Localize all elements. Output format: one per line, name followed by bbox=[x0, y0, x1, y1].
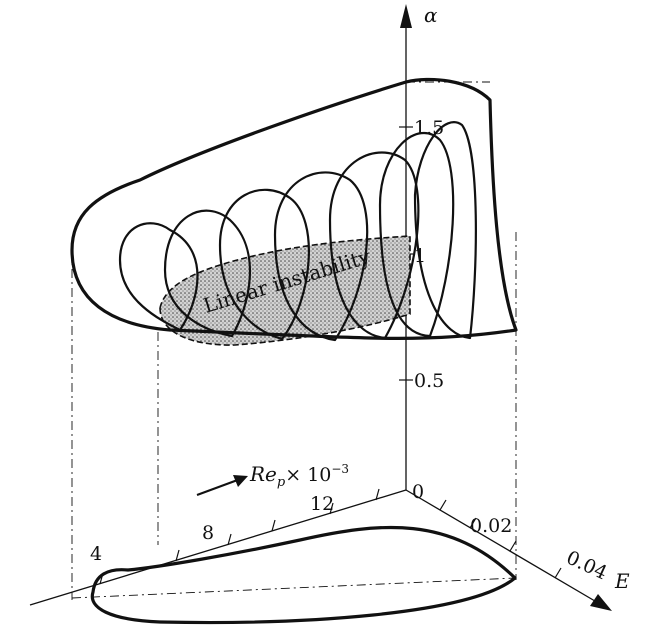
energy-arrowhead bbox=[590, 594, 612, 611]
re-tick-4: 4 bbox=[90, 543, 102, 565]
base-projection-curve bbox=[90, 525, 517, 625]
alpha-arrowhead bbox=[400, 4, 412, 28]
energy-axis-label: E bbox=[614, 569, 630, 593]
re-direction-arrow bbox=[196, 476, 244, 497]
outer-envelope-curve bbox=[70, 77, 518, 340]
alpha-tick-0-5: 0.5 bbox=[414, 370, 444, 392]
re-direction-arrowhead bbox=[233, 475, 248, 487]
energy-tick-0-02: 0.02 bbox=[470, 515, 512, 537]
alpha-tick-1-5: 1.5 bbox=[414, 117, 444, 139]
energy-tick-0: 0 bbox=[412, 481, 424, 503]
re-tick-12: 12 bbox=[310, 493, 334, 515]
energy-tick-0-04: 0.04 bbox=[563, 547, 611, 585]
re-axis-label: Rep× 10−3 bbox=[249, 462, 349, 490]
energy-axis bbox=[405, 489, 612, 611]
reynolds-axis bbox=[29, 475, 407, 606]
re-tick-8: 8 bbox=[202, 522, 214, 544]
alpha-axis-label: α bbox=[424, 3, 438, 27]
stability-loops bbox=[118, 121, 477, 342]
alpha-tick-1: 1 bbox=[414, 245, 426, 267]
